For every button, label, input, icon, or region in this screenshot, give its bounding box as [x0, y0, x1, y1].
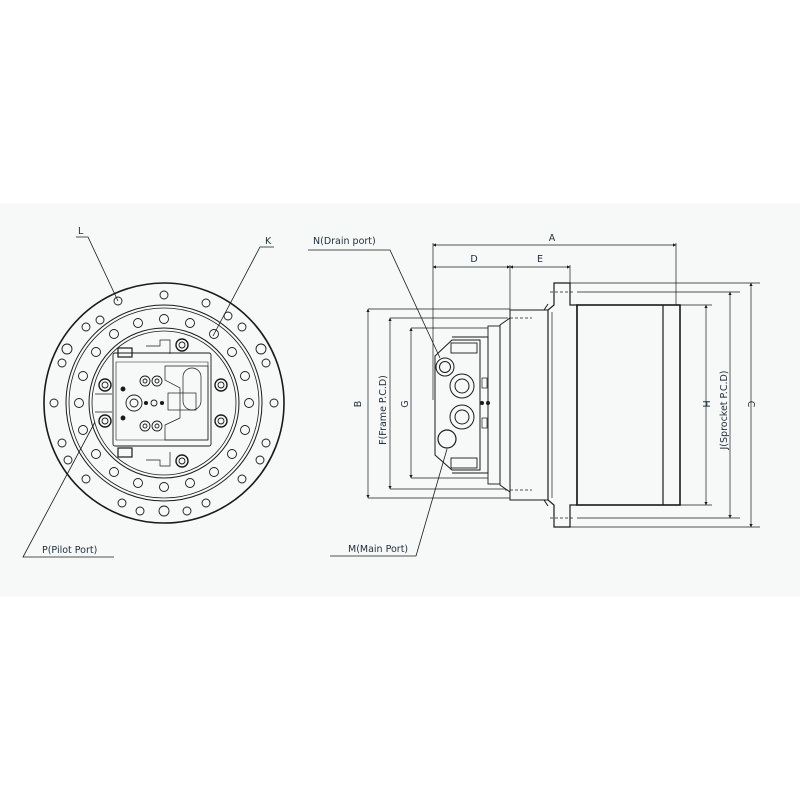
sprocket-bolt-holes	[49, 290, 279, 517]
label-K: K	[265, 236, 272, 247]
label-pilot-port: P(Pilot Port)	[42, 545, 97, 556]
label-L: L	[78, 226, 84, 237]
front-view: L K P(Pilot Port)	[22, 226, 285, 558]
callout-drain-port: N(Drain port)	[313, 236, 376, 247]
dim-B: B	[353, 401, 364, 408]
dim-F: F(Frame P.C.D)	[378, 375, 389, 445]
motor-cover	[95, 338, 228, 468]
side-view	[308, 243, 760, 557]
frame-bolt-holes	[74, 314, 254, 492]
drawing-background	[0, 203, 800, 597]
callout-main-port: M(Main Port)	[348, 544, 408, 555]
dim-C: C	[745, 401, 756, 408]
dim-D: D	[470, 254, 477, 265]
dim-A: A	[549, 233, 556, 244]
side-view-labels: N(Drain port) M(Main Port) A D E B F(Fra…	[313, 233, 756, 555]
dim-J: J(Sprocket P.C.D)	[719, 371, 730, 451]
dim-H: H	[700, 400, 711, 407]
dim-E: E	[537, 254, 543, 265]
dim-G: G	[400, 400, 411, 407]
